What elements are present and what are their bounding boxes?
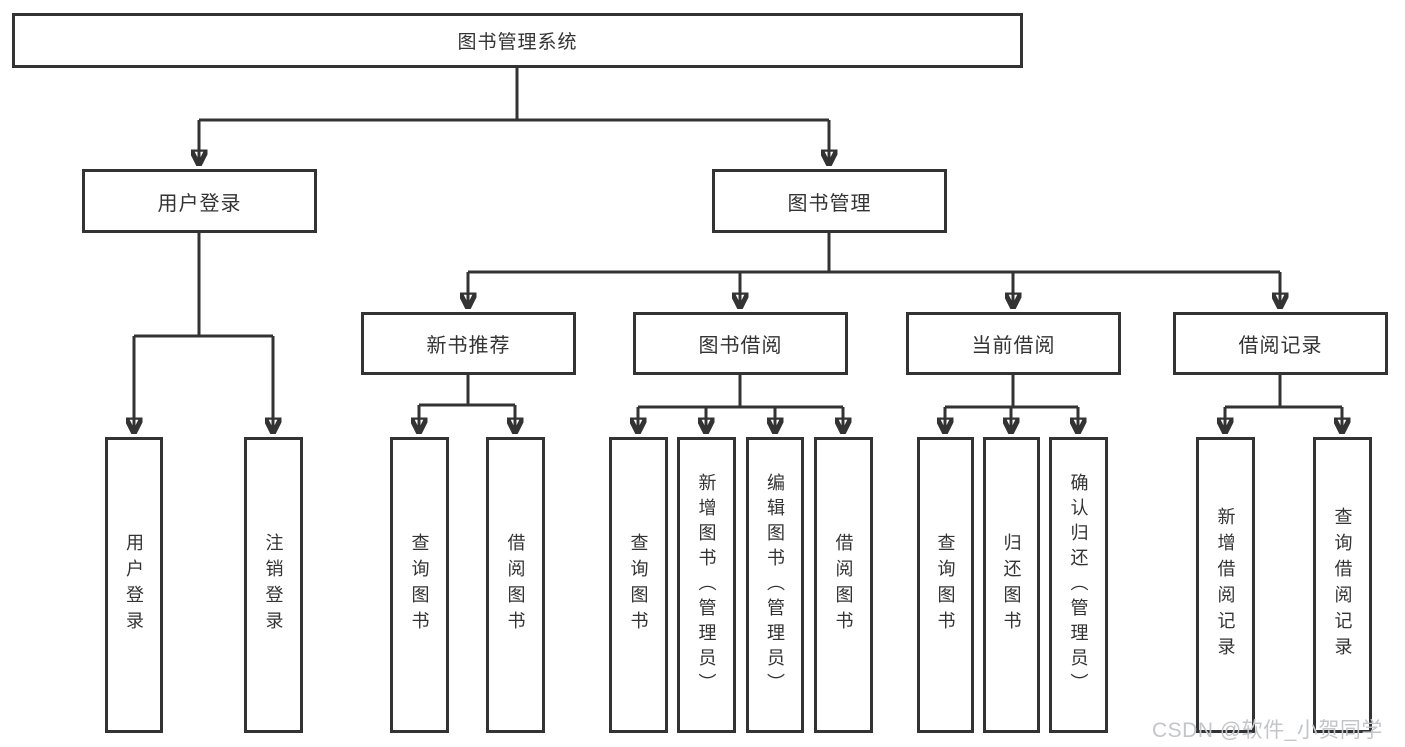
node-user-login-label: 用户登录: [157, 192, 242, 215]
leaf-return-books: 归还图书: [983, 437, 1040, 733]
leaf-user-login: 用户登录: [105, 437, 163, 733]
leaf-query-books-1-label: 查询图书: [409, 533, 430, 637]
leaf-confirm-return-admin: 确认归还（管理员）: [1049, 437, 1108, 733]
leaf-add-borrow-record-label: 新增借阅记录: [1215, 507, 1236, 663]
node-new-book-recommend-label: 新书推荐: [426, 335, 511, 357]
node-current-borrowing-label: 当前借阅: [971, 335, 1056, 357]
leaf-query-books-3-label: 查询图书: [935, 533, 956, 637]
leaf-logout-login: 注销登录: [244, 437, 303, 733]
node-book-borrowing-label: 图书借阅: [698, 335, 783, 357]
leaf-query-borrow-record: 查询借阅记录: [1313, 437, 1372, 733]
leaf-borrow-books-1: 借阅图书: [486, 437, 545, 733]
leaf-edit-book-admin-label: 编辑图书（管理员）: [765, 472, 785, 698]
node-current-borrowing: 当前借阅: [906, 312, 1121, 375]
leaf-return-books-label: 归还图书: [1001, 533, 1022, 637]
leaf-logout-login-label: 注销登录: [263, 533, 284, 637]
leaf-borrow-books-2: 借阅图书: [814, 437, 873, 733]
node-book-management: 图书管理: [712, 169, 947, 233]
leaf-query-books-3: 查询图书: [917, 437, 974, 733]
node-user-login: 用户登录: [82, 169, 317, 233]
leaf-borrow-books-1-label: 借阅图书: [505, 533, 526, 637]
node-library-system: 图书管理系统: [12, 13, 1023, 68]
leaf-query-books-1: 查询图书: [390, 437, 449, 733]
leaf-add-book-admin: 新增图书（管理员）: [677, 437, 736, 733]
leaf-add-borrow-record: 新增借阅记录: [1196, 437, 1255, 733]
node-new-book-recommend: 新书推荐: [361, 312, 576, 375]
node-book-management-label: 图书管理: [787, 192, 872, 215]
node-borrowing-records: 借阅记录: [1173, 312, 1388, 375]
leaf-user-login-label: 用户登录: [124, 533, 144, 637]
watermark: CSDN @软件_小贺同学: [1152, 719, 1383, 742]
leaf-edit-book-admin: 编辑图书（管理员）: [746, 437, 804, 733]
leaf-confirm-return-admin-label: 确认归还（管理员）: [1068, 472, 1089, 698]
node-library-system-label: 图书管理系统: [457, 32, 578, 53]
leaf-query-books-2: 查询图书: [609, 437, 668, 733]
leaf-borrow-books-2-label: 借阅图书: [833, 533, 854, 637]
node-borrowing-records-label: 借阅记录: [1238, 335, 1323, 357]
leaf-query-borrow-record-label: 查询借阅记录: [1332, 507, 1353, 663]
leaf-query-books-2-label: 查询图书: [628, 533, 649, 637]
leaf-add-book-admin-label: 新增图书（管理员）: [696, 472, 717, 698]
node-book-borrowing: 图书借阅: [633, 312, 848, 375]
